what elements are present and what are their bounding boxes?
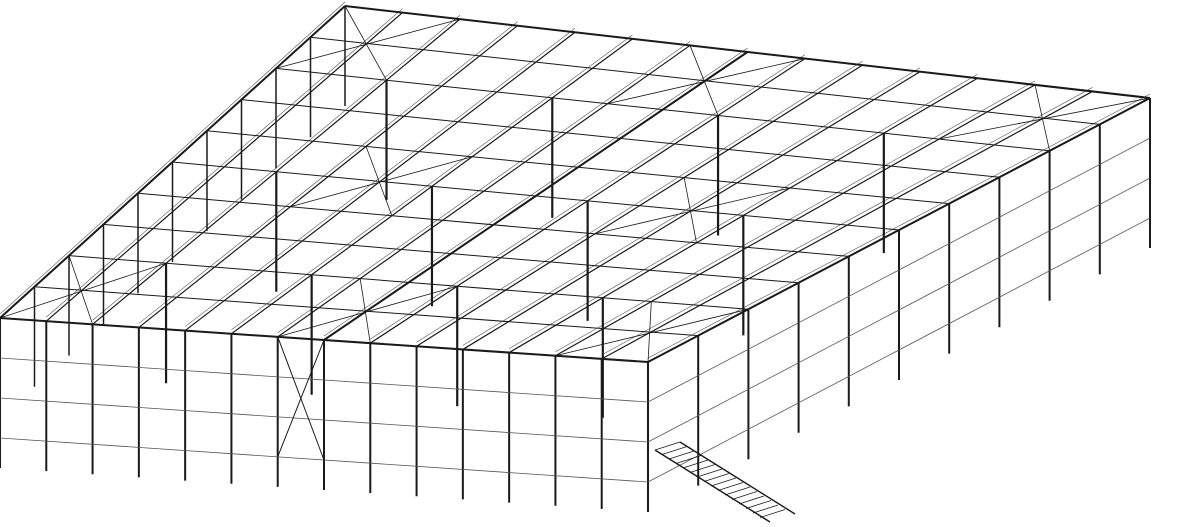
roof-rafter-edge (277, 41, 691, 334)
bracing-diagonal (277, 285, 458, 338)
stair-stringer (679, 441, 796, 515)
roof-purlin (172, 161, 900, 231)
bracing-diagonal (594, 187, 791, 235)
roof-purlin (34, 286, 699, 337)
roof-rafter-edge (462, 67, 921, 346)
stair-tread (661, 446, 688, 455)
roof-purlin (206, 130, 950, 205)
roof-rafter-edge (138, 21, 518, 324)
bracing-diagonal (290, 156, 473, 208)
roof-purlin (103, 223, 799, 284)
bracing-diagonal (689, 45, 719, 116)
bracing-diagonal (68, 255, 93, 325)
side-girt (647, 177, 1151, 443)
stair-tread (759, 509, 786, 518)
stair-tread (745, 500, 772, 509)
roof-rafter-edge (323, 47, 748, 337)
stair-tread (731, 491, 758, 500)
stair-tread (738, 495, 765, 505)
stair-stringer (654, 449, 771, 523)
roof-purlin (310, 36, 1100, 125)
roof-rafter-edge (416, 60, 863, 343)
staircase (654, 441, 796, 523)
columns (0, 6, 1151, 512)
front-girt (0, 397, 649, 443)
stair-tread (654, 441, 681, 451)
stair-tread (668, 450, 695, 460)
stair-tread (689, 464, 716, 473)
bracing-diagonal (647, 301, 652, 363)
bracing-diagonal (359, 278, 371, 344)
roof-rafter-edge (231, 34, 633, 330)
stair-tread (682, 459, 709, 469)
stair-tread (752, 504, 779, 514)
roof-purlin (344, 5, 1151, 99)
roof-rafter-edge (555, 80, 1036, 352)
front-girt (0, 357, 649, 403)
side-girt (647, 217, 1151, 483)
roof-purlin (137, 192, 849, 257)
stair-tread (675, 455, 702, 464)
stair-tread (717, 482, 744, 491)
roof-rafter-edge (647, 93, 1151, 359)
roof-purlin (68, 255, 749, 310)
stair-tread (703, 473, 730, 482)
roof-rafter-edge (46, 8, 403, 318)
bracing-diagonal (1034, 84, 1050, 151)
roof-rafter-edge (0, 1, 346, 315)
bracing-diagonal (555, 308, 749, 357)
wall-bracing (277, 339, 325, 458)
wall-girts (0, 137, 1151, 483)
bracing-diagonal (607, 58, 806, 105)
stair-tread (724, 486, 751, 496)
bracing-diagonal (275, 18, 461, 69)
roof-bracing (0, 5, 1151, 363)
bracing-diagonal (0, 262, 167, 319)
bracing-diagonal (365, 146, 393, 216)
bracing-diagonal (939, 97, 1151, 140)
roof-rafter-edge (601, 87, 1093, 356)
bracing-diagonal (344, 5, 387, 81)
bracing-diagonal (683, 177, 697, 243)
roof-purlin (241, 99, 1000, 178)
stair-tread (696, 468, 723, 478)
roof-rafter-edge (370, 54, 806, 340)
roof-rafter-edge (184, 28, 576, 327)
side-girt (647, 137, 1151, 403)
stair-tread (710, 477, 737, 487)
roof-purlin (275, 67, 1050, 152)
